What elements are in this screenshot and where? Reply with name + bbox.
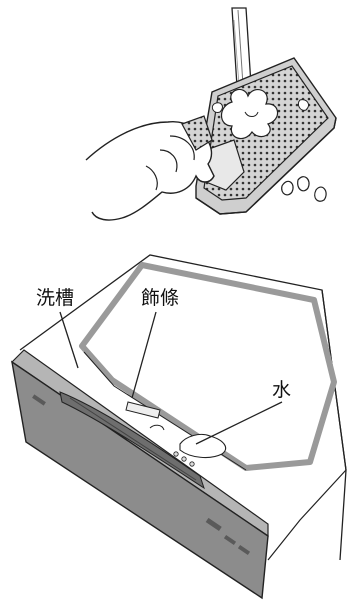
water-drop-icon xyxy=(281,176,327,202)
trim-gasket xyxy=(79,262,337,471)
control-button xyxy=(173,451,179,457)
door-handle xyxy=(59,391,205,490)
filter-cleaning-illustration xyxy=(85,7,337,221)
water-splash-icon xyxy=(211,88,309,140)
wash-tank-label: 洗槽 xyxy=(36,287,75,309)
control-button xyxy=(189,461,195,467)
trim-label: 飾條 xyxy=(141,287,180,309)
water-icon xyxy=(179,433,227,459)
leader-lines xyxy=(59,311,283,445)
door-face xyxy=(11,360,269,600)
control-button xyxy=(181,456,187,462)
hand-icon xyxy=(85,115,215,221)
water-label: 水 xyxy=(272,379,292,401)
dishwasher-drawer-illustration xyxy=(11,254,347,600)
